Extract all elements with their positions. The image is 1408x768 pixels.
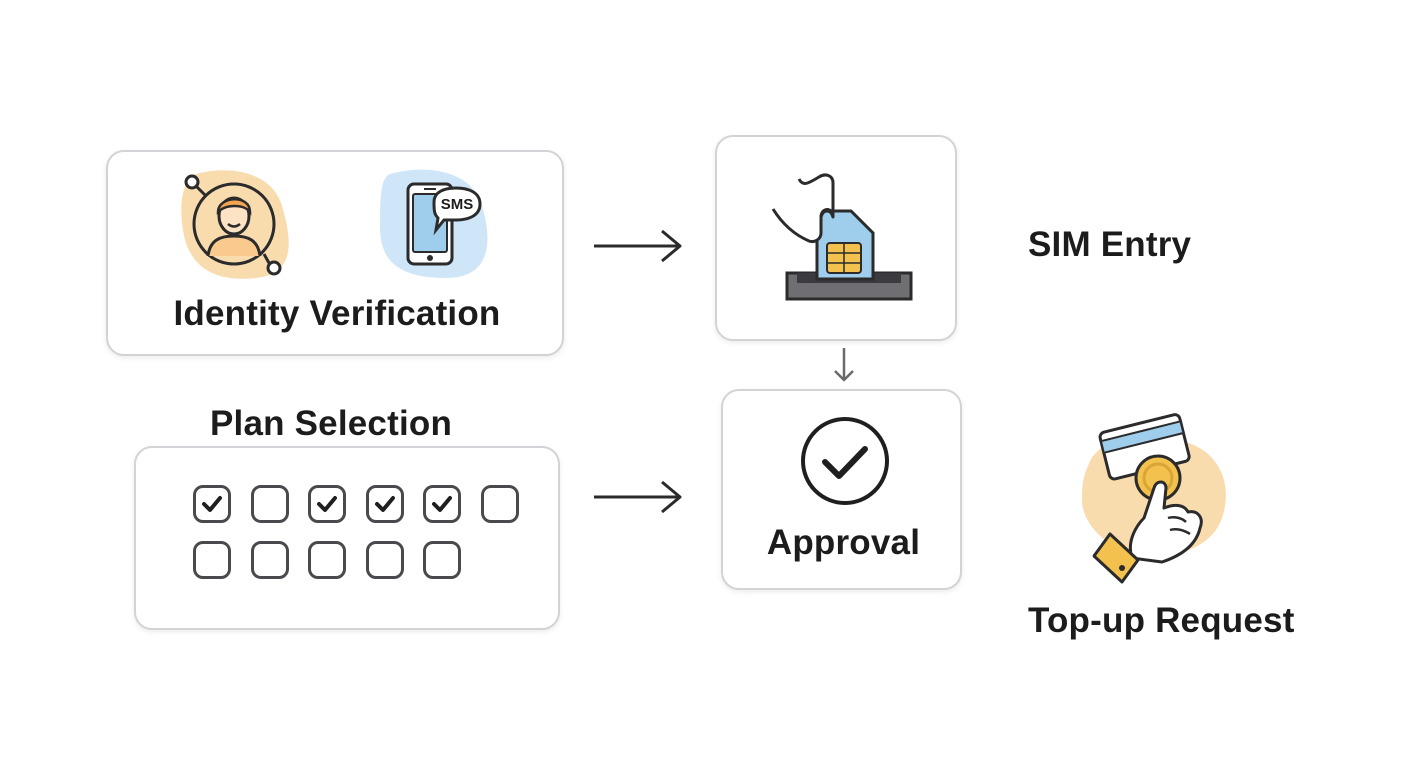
- plan-checkbox-empty[interactable]: [250, 541, 289, 579]
- top-up-request-label: Top-up Request: [1028, 601, 1295, 640]
- plan-checkbox-empty[interactable]: [365, 541, 404, 579]
- plan-checkbox-checked[interactable]: [365, 485, 404, 523]
- checkmark-icon: [202, 496, 222, 512]
- checkmark-icon: [432, 496, 452, 512]
- checkmark-icon: [374, 496, 395, 512]
- plan-checkbox-checked[interactable]: [423, 485, 461, 523]
- plan-checkbox-empty[interactable]: [423, 541, 461, 579]
- plan-checkbox-checked[interactable]: [193, 485, 231, 523]
- identity-verification-label: Identity Verification: [173, 294, 501, 333]
- approval-card[interactable]: Approval: [721, 389, 962, 590]
- plan-checkbox-empty[interactable]: [193, 541, 231, 579]
- phone-sms-icon: SMS: [380, 169, 488, 278]
- sms-badge-text: SMS: [441, 196, 474, 213]
- plan-checkbox-checked[interactable]: [308, 485, 346, 523]
- arrow-sim-to-approval: [834, 348, 854, 382]
- arrow-identity-to-sim: [594, 229, 682, 263]
- check-circle-icon: [801, 417, 889, 505]
- card-payment-hand-icon: [1081, 413, 1226, 584]
- identity-verification-card[interactable]: SMS Identity Verification: [106, 150, 564, 356]
- plan-selection-label: Plan Selection: [210, 404, 453, 443]
- sim-card-insert-icon: [771, 173, 913, 301]
- plan-checkbox-empty[interactable]: [480, 485, 519, 523]
- arrow-plan-to-approval: [594, 480, 682, 514]
- sim-entry-card[interactable]: [715, 135, 957, 341]
- sim-entry-label: SIM Entry: [1028, 225, 1192, 264]
- approval-label: Approval: [766, 523, 921, 562]
- plan-checkbox-empty[interactable]: [308, 541, 346, 579]
- plan-checkbox-empty[interactable]: [250, 485, 289, 523]
- checkmark-icon: [317, 496, 337, 512]
- plan-selection-card[interactable]: [134, 446, 560, 630]
- user-profile-icon: [181, 170, 289, 279]
